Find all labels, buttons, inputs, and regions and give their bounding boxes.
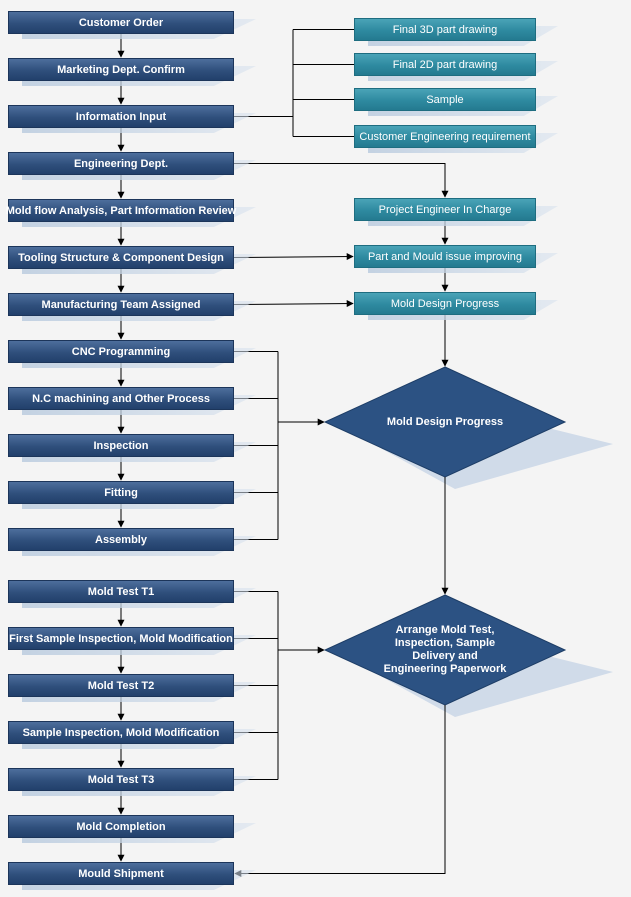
step-box-7: Manufacturing Team Assigned	[8, 293, 234, 316]
step-box-9: N.C machining and Other Process	[8, 387, 234, 410]
input-box-3: Sample	[354, 88, 536, 111]
tooling-arrow	[233, 253, 354, 261]
engineering-box-2: Part and Mould issue improving	[354, 245, 536, 268]
step-box-15: Mold Test T2	[8, 674, 234, 697]
step-box-5: Mold flow Analysis, Part Information Rev…	[6, 199, 236, 222]
input-box-4: Customer Engineering requirement	[354, 125, 536, 148]
shipment-arrow	[234, 705, 446, 877]
manufacturing-arrow	[233, 300, 354, 308]
step-box-3: Information Input	[8, 105, 234, 128]
engineering-arrow	[234, 163, 449, 198]
engineering-box-3: Mold Design Progress	[354, 292, 536, 315]
step-box-1: Customer Order	[8, 11, 234, 34]
step-box-10: Inspection	[8, 434, 234, 457]
step-box-17: Mold Test T3	[8, 768, 234, 791]
step-box-16: Sample Inspection, Mold Modification	[8, 721, 234, 744]
step-box-13: Mold Test T1	[8, 580, 234, 603]
input-box-1: Final 3D part drawing	[354, 18, 536, 41]
decision-diamonds	[323, 366, 567, 706]
step-box-19: Mould Shipment	[8, 862, 234, 885]
step-box-4: Engineering Dept.	[8, 152, 234, 175]
step-box-2: Marketing Dept. Confirm	[8, 58, 234, 81]
step-box-8: CNC Programming	[8, 340, 234, 363]
decision-label-1: Mold Design Progress	[386, 415, 504, 428]
step-box-18: Mold Completion	[8, 815, 234, 838]
step-box-6: Tooling Structure & Component Design	[8, 246, 234, 269]
engineering-box-1: Project Engineer In Charge	[354, 198, 536, 221]
step-box-12: Assembly	[8, 528, 234, 551]
input-box-2: Final 2D part drawing	[354, 53, 536, 76]
step-box-14: First Sample Inspection, Mold Modificati…	[8, 627, 234, 650]
step-box-11: Fitting	[8, 481, 234, 504]
